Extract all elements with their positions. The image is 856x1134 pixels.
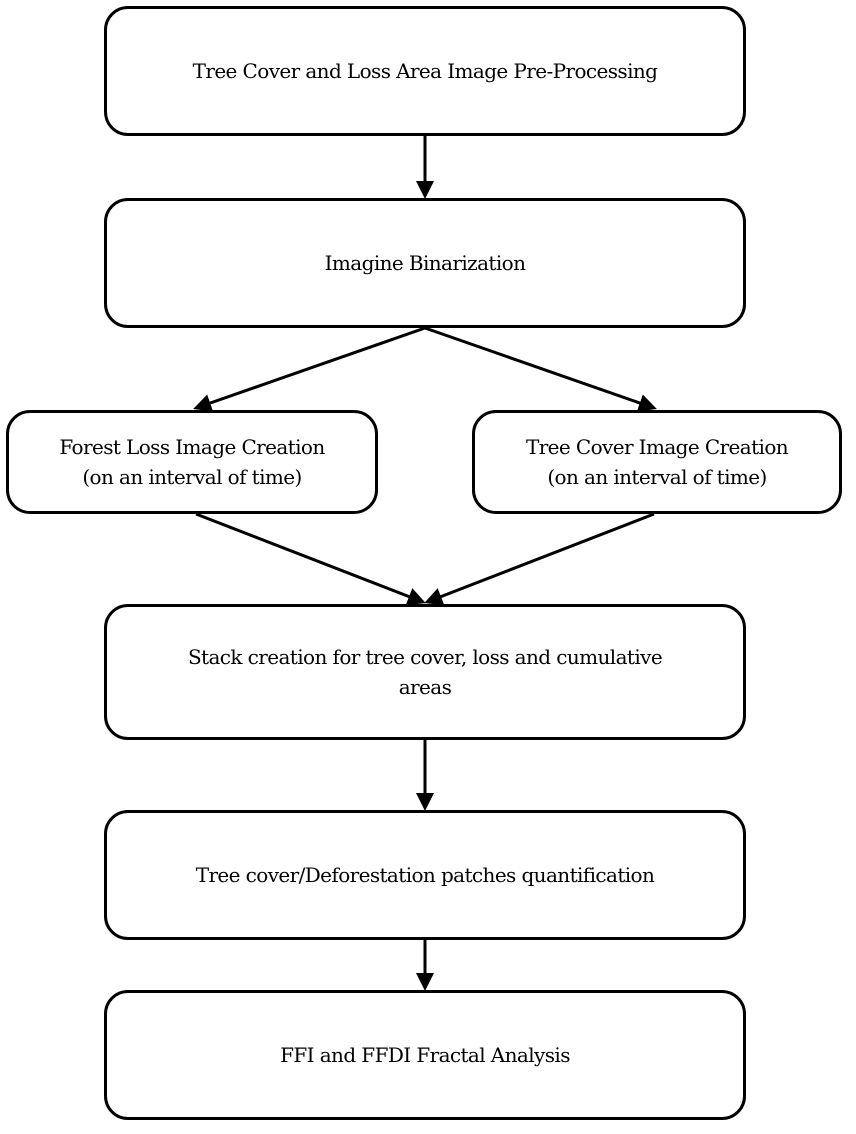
tree-cover-step-label: Tree Cover Image Creation (on an interva… bbox=[525, 435, 789, 489]
fractal-analysis-step-label: FFI and FFDI Fractal Analysis bbox=[280, 1043, 570, 1067]
stack-creation-step-label: Stack creation for tree cover, loss and … bbox=[187, 645, 663, 699]
forest-loss-step-box: Forest Loss Image Creation (on an interv… bbox=[6, 410, 378, 514]
arrow-loss-to-stack bbox=[195, 512, 426, 605]
preprocessing-step-box: Tree Cover and Loss Area Image Pre-Proce… bbox=[104, 6, 746, 136]
quantification-step-label: Tree cover/Deforestation patches quantif… bbox=[195, 863, 655, 887]
binarization-step-label: Imagine Binarization bbox=[324, 251, 526, 275]
arrow-binarize-to-loss bbox=[193, 326, 426, 412]
stack-creation-step-box: Stack creation for tree cover, loss and … bbox=[104, 604, 746, 740]
quantification-step-box: Tree cover/Deforestation patches quantif… bbox=[104, 810, 746, 940]
arrow-cover-to-stack bbox=[424, 512, 655, 605]
forest-loss-step-label: Forest Loss Image Creation (on an interv… bbox=[59, 435, 325, 489]
preprocessing-step-label: Tree Cover and Loss Area Image Pre-Proce… bbox=[192, 59, 658, 83]
tree-cover-step-box: Tree Cover Image Creation (on an interva… bbox=[472, 410, 842, 514]
arrow-binarize-to-cover bbox=[424, 326, 657, 412]
fractal-analysis-step-box: FFI and FFDI Fractal Analysis bbox=[104, 990, 746, 1120]
binarization-step-box: Imagine Binarization bbox=[104, 198, 746, 328]
